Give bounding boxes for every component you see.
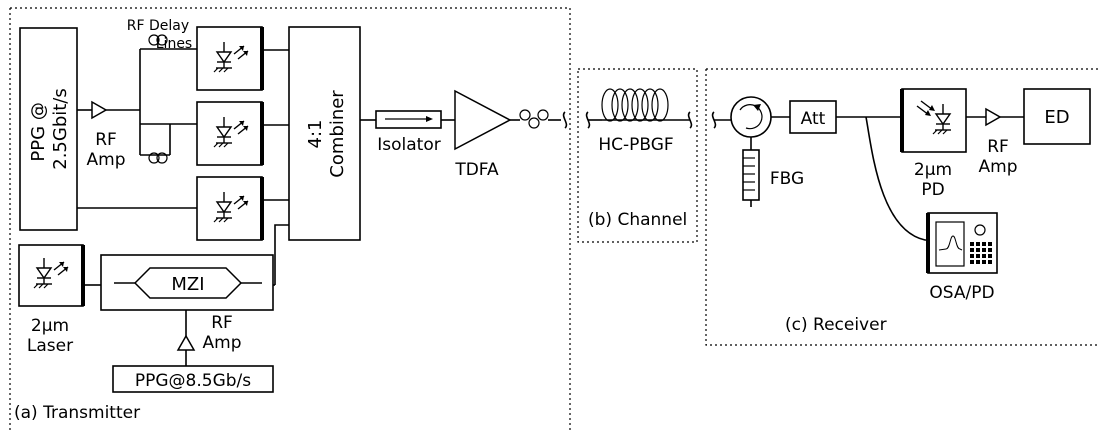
tdfa-label: TDFA bbox=[454, 160, 499, 180]
modulator-1 bbox=[197, 27, 262, 90]
section-label-channel: (b) Channel bbox=[588, 210, 687, 230]
ppg-8-5g-label: PPG@8.5Gb/s bbox=[135, 371, 251, 391]
ppg-2-5g-line1: PPG @ bbox=[28, 102, 49, 161]
modulator-2 bbox=[197, 102, 262, 165]
hc-pbgf-spool-icon bbox=[602, 89, 668, 121]
tdfa-icon bbox=[455, 91, 510, 149]
fbg-label: FBG bbox=[770, 169, 804, 189]
ppg-2-5g-line2: 2.5Gbit/s bbox=[50, 88, 71, 170]
circulator-icon bbox=[731, 97, 771, 137]
rf-amp-2-icon bbox=[178, 336, 194, 350]
hc-pbgf-label: HC-PBGF bbox=[598, 135, 673, 155]
rf-amp-1-icon bbox=[92, 102, 106, 118]
rf-amp-rx-label: RFAmp bbox=[979, 137, 1018, 177]
fiber-break-tx-icon bbox=[564, 112, 567, 128]
mzi-label: MZI bbox=[171, 274, 204, 295]
att-label: Att bbox=[801, 109, 826, 129]
pd-2um-label: 2μmPD bbox=[914, 160, 952, 200]
osa-pd-instrument-icon bbox=[928, 213, 997, 273]
isolator-label: Isolator bbox=[377, 135, 440, 155]
ed-label: ED bbox=[1044, 107, 1069, 128]
pd-2um-block bbox=[902, 89, 966, 152]
modulator-3 bbox=[197, 177, 262, 240]
laser-2um-label: 2μmLaser bbox=[27, 316, 73, 356]
output-fiber-coil-icon bbox=[520, 110, 548, 128]
rf-amp-1-label: RFAmp bbox=[87, 130, 126, 170]
rf-amp-2-label: RFAmp bbox=[203, 313, 242, 353]
ppg-2-5g-label: PPG @ 2.5Gbit/s bbox=[28, 88, 71, 170]
laser-2um-block bbox=[19, 245, 83, 306]
section-label-transmitter: (a) Transmitter bbox=[14, 403, 140, 423]
section-label-receiver: (c) Receiver bbox=[785, 315, 887, 335]
osa-pd-label: OSA/PD bbox=[929, 283, 994, 303]
rf-amp-rx-icon bbox=[986, 109, 1000, 125]
